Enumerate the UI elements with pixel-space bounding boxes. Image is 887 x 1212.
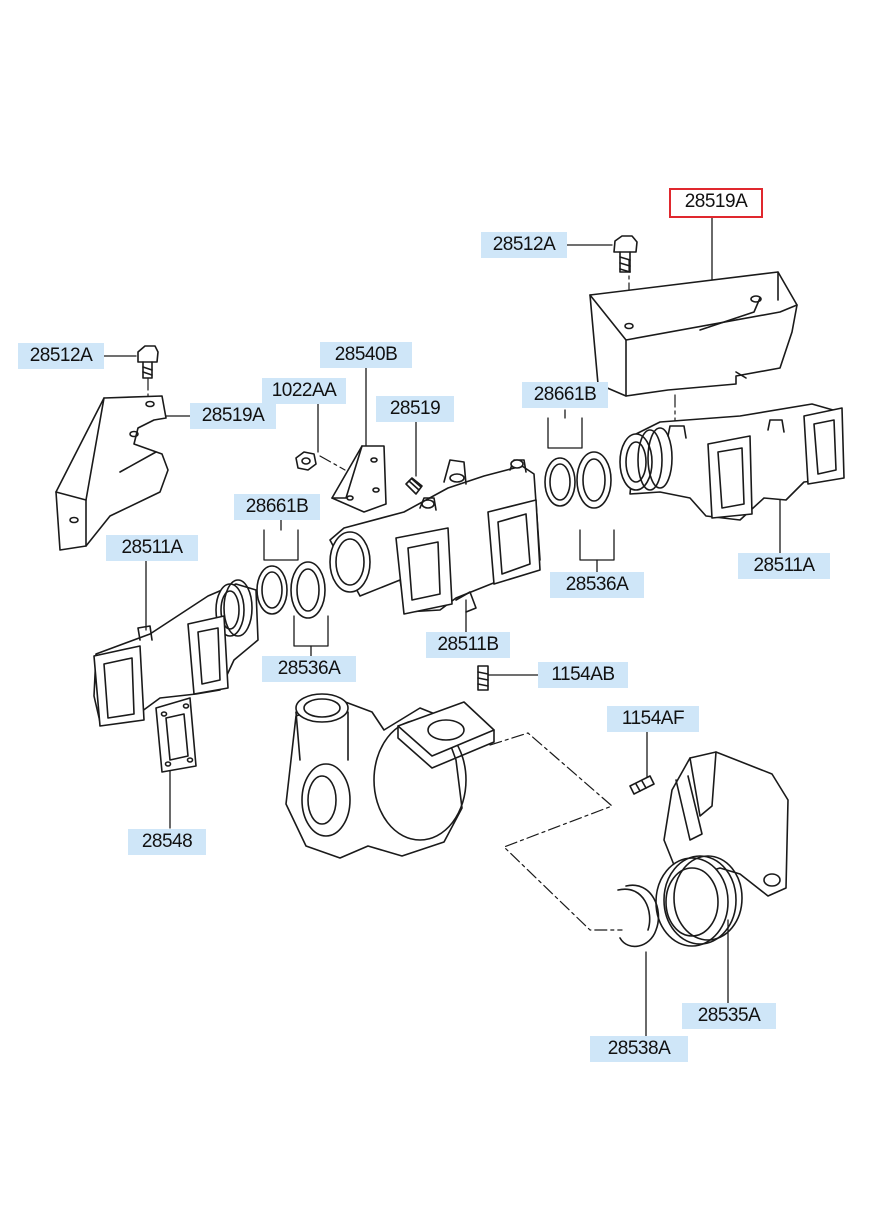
part-label-28511b[interactable]: 28511B (426, 632, 510, 658)
gasket-28548 (155, 697, 197, 773)
part-label-28511a-left[interactable]: 28511A (106, 535, 198, 561)
manifold-left (93, 579, 259, 727)
manifold-right (619, 403, 845, 521)
bolt-top-right (613, 235, 638, 273)
part-label-28536a-right[interactable]: 28536A (550, 572, 644, 598)
bolt-left (137, 345, 159, 379)
part-label-28519a-top[interactable]: 28519A (669, 188, 763, 218)
part-label-28661b-left[interactable]: 28661B (234, 494, 320, 520)
heat-protector-left (55, 395, 169, 551)
seal-rings (256, 451, 612, 619)
part-label-28519a-left[interactable]: 28519A (190, 403, 276, 429)
stud-1154af (629, 775, 655, 795)
part-label-28511a-right[interactable]: 28511A (738, 553, 830, 579)
part-label-1154af[interactable]: 1154AF (607, 706, 699, 732)
bracket-28540b (331, 445, 387, 513)
part-label-28535a[interactable]: 28535A (682, 1003, 776, 1029)
nut-1022aa (295, 451, 317, 471)
part-label-28661b-right[interactable]: 28661B (522, 382, 608, 408)
part-label-28540b[interactable]: 28540B (320, 342, 412, 368)
part-label-28512a-top[interactable]: 28512A (481, 232, 567, 258)
part-label-28538a[interactable]: 28538A (590, 1036, 688, 1062)
part-label-28512a-left[interactable]: 28512A (18, 343, 104, 369)
part-label-1022aa[interactable]: 1022AA (262, 378, 346, 404)
manifold-center (329, 459, 541, 615)
heat-protector-right (589, 271, 798, 397)
part-label-28519[interactable]: 28519 (376, 396, 454, 422)
stud-28519 (405, 477, 423, 495)
part-label-28548[interactable]: 28548 (128, 829, 206, 855)
exhaust-elbow (655, 751, 789, 947)
turbocharger (285, 693, 495, 859)
part-label-1154ab[interactable]: 1154AB (538, 662, 628, 688)
part-label-28536a-left[interactable]: 28536A (262, 656, 356, 682)
snap-ring-28538a (617, 884, 660, 948)
stud-1154ab (477, 665, 489, 691)
